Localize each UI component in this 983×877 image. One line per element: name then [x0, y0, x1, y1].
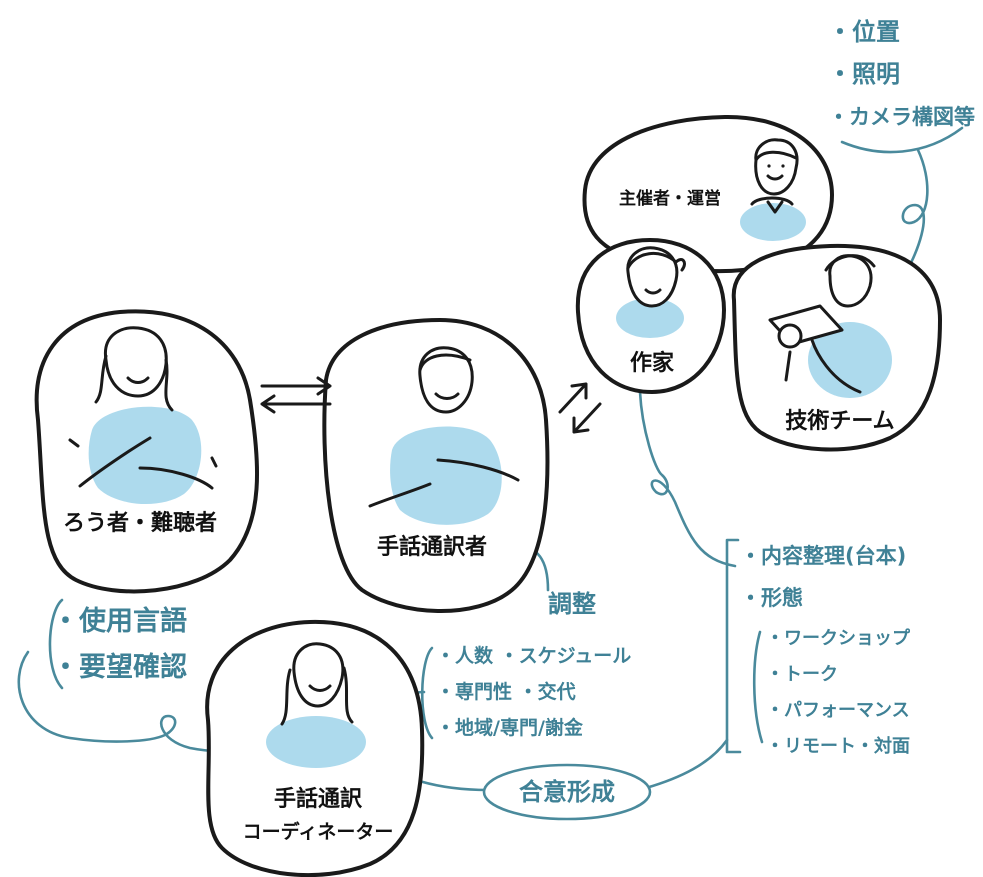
format-note-talk: ・トーク [766, 664, 838, 685]
consensus-label: 合意形成 [519, 778, 615, 806]
deaf-label: ろう者・難聴者 [63, 510, 217, 536]
coordination-note-headcount: ・人数 ・スケジュール [436, 644, 631, 667]
content-notes-bracket [725, 538, 742, 754]
format-note-remote: ・リモート・対面 [766, 735, 910, 757]
user-notes-bracket [48, 598, 64, 690]
tech-notes-connector [893, 148, 929, 292]
tech-notes: ・位置 ・照明 ・カメラ構図等 [828, 18, 975, 129]
interpreter-figure [368, 346, 520, 525]
content-note-script: ・内容整理(台本) [740, 544, 906, 568]
formats-bracket [752, 630, 764, 744]
tech-team-figure [768, 254, 892, 398]
format-notes: ・ワークショップ ・トーク ・パフォーマンス ・リモート・対面 [766, 627, 911, 757]
coordination-note-expertise: ・専門性 ・交代 [436, 680, 576, 703]
artist-figure [616, 246, 686, 338]
coordinator-label-line1: 手話通訳 [274, 786, 363, 812]
artist-to-content-connector [638, 390, 737, 568]
consensus-to-content-line [644, 738, 729, 790]
tech-notes-bracket [840, 126, 964, 154]
tech-note-lighting: ・照明 [828, 60, 900, 88]
user-to-coordinator-line [17, 650, 256, 754]
artist-label: 作家 [630, 350, 675, 376]
organizer-figure [740, 138, 806, 241]
deaf-figure [68, 326, 218, 505]
format-note-performance: ・パフォーマンス [766, 700, 910, 721]
tech-note-position: ・位置 [828, 18, 900, 46]
interpreter-to-deaf-arrow [260, 394, 332, 414]
deaf-to-interpreter-arrow [260, 376, 332, 396]
content-note-format: ・形態 [740, 586, 803, 610]
format-note-workshop: ・ワークショップ [766, 627, 911, 649]
coordinator-figure [266, 642, 366, 768]
content-notes: ・内容整理(台本) ・形態 [740, 544, 906, 610]
interpreter-to-artist-arrow [558, 382, 588, 414]
user-note-requests: ・要望確認 [52, 651, 187, 683]
tech-note-camera: ・カメラ構図等 [828, 105, 975, 129]
coordinator-label-line2: コーディネーター [243, 820, 394, 843]
interpreter-label: 手話通訳者 [377, 534, 487, 560]
user-note-language: ・使用言語 [52, 605, 187, 637]
coordination-note-fee: ・地域/専門/謝金 [436, 716, 584, 739]
tech-team-label: 技術チーム [785, 408, 894, 434]
consensus-ellipse [482, 763, 652, 821]
organizer-label: 主催者・運営 [619, 188, 721, 209]
coordination-notes: ・人数 ・スケジュール ・専門性 ・交代 ・地域/専門/謝金 [436, 644, 631, 739]
adjust-note: 調整 [548, 590, 596, 618]
relationship-arrows [260, 376, 602, 434]
artist-to-interpreter-arrow [572, 402, 602, 434]
user-notes: ・使用言語 ・要望確認 [52, 605, 187, 683]
